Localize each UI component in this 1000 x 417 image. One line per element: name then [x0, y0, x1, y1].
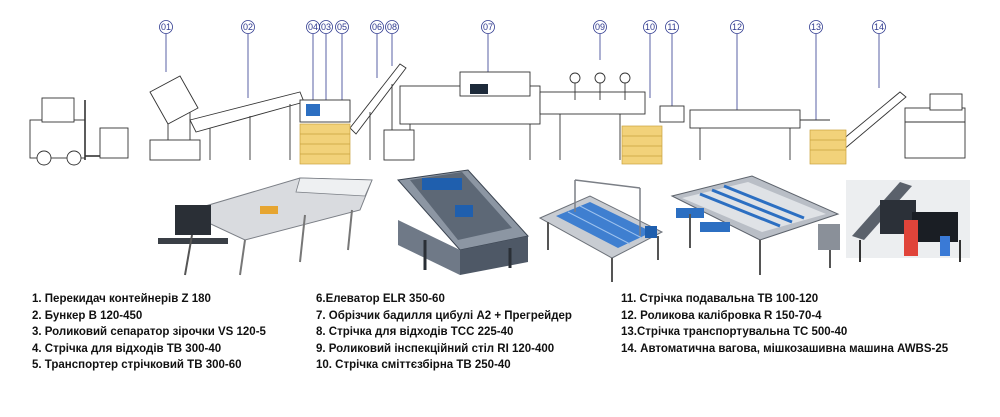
- callout-06: 06: [372, 22, 382, 32]
- legend-item-6: 6.Елеватор ELR 350-60: [316, 293, 445, 305]
- legend-column-2: 6.Елеватор ELR 350-60 7. Обрізчик бадилл…: [316, 291, 572, 374]
- legend-item-5: 5. Транспортер стрічковий TB 300-60: [32, 359, 242, 371]
- callout-12: 12: [732, 22, 742, 32]
- inspection-table-icon: [539, 72, 646, 160]
- topper-icon: [383, 71, 541, 161]
- callout-markers: [165, 34, 880, 120]
- legend-item-8: 8. Стрічка для відходів TCC 225-40: [316, 326, 514, 338]
- forklift-icon: [29, 97, 129, 166]
- callout-05: 05: [337, 22, 347, 32]
- callout-11: 11: [667, 22, 676, 32]
- legend-column-3: 11. Стрічка подавальна TB 100-120 12. Ро…: [621, 291, 948, 357]
- legend-item-11: 11. Стрічка подавальна TB 100-120: [621, 293, 819, 305]
- legend-item-9: 9. Роликовий інспекційний стіл RI 120-40…: [316, 342, 555, 355]
- photo-hopper-conveyor: [158, 177, 373, 276]
- legend-item-4: 4. Стрічка для відходів TB 300-40: [32, 342, 222, 355]
- grader-icon: [659, 105, 830, 160]
- legend-item-2: 2. Бункер B 120-450: [32, 309, 143, 322]
- hopper-conveyor-icon: [189, 91, 305, 160]
- photo-roller-grader: [670, 175, 840, 275]
- container-tipper-icon: [149, 75, 201, 161]
- callout-02: 02: [243, 22, 253, 32]
- callout-09: 09: [595, 22, 605, 32]
- legend-item-10: 10. Стрічка сміттєзбірна TB 250-40: [316, 359, 511, 371]
- callout-13: 13: [811, 22, 821, 32]
- callout-circles: [159, 20, 886, 34]
- bagging-machine-icon: [829, 91, 966, 159]
- legend-item-12: 12. Роликова калібровка R 150-70-4: [621, 309, 822, 322]
- callout-08: 08: [387, 22, 397, 32]
- photo-topper: [397, 169, 529, 275]
- legend-item-1: 1. Перекидач контейнерів Z 180: [32, 293, 211, 305]
- callout-07: 07: [483, 22, 493, 32]
- callout-14: 14: [874, 22, 884, 32]
- legend-item-13: 13.Стрічка транспортувальна TC 500-40: [621, 326, 848, 338]
- line-drawing: [29, 63, 966, 166]
- callout-10: 10: [645, 22, 655, 32]
- photo-bagging-machine: [846, 180, 970, 262]
- legend-item-7: 7. Обрізчик бадилля цибулі A2 + Прегрейд…: [316, 309, 572, 322]
- crates: [299, 123, 847, 165]
- roller-separator-icon: [299, 99, 351, 123]
- callout-01: 01: [161, 22, 171, 32]
- photo-inspection-table: [538, 179, 664, 282]
- callout-04: 04: [308, 22, 318, 32]
- callout-03: 03: [321, 22, 331, 32]
- legend-item-3: 3. Роликовий сепаратор зірочки VS 120-5: [32, 326, 266, 338]
- legend-column-1: 1. Перекидач контейнерів Z 180 2. Бункер…: [32, 291, 266, 374]
- legend-item-14: 14. Автоматична вагова, мішкозашивна маш…: [621, 342, 949, 355]
